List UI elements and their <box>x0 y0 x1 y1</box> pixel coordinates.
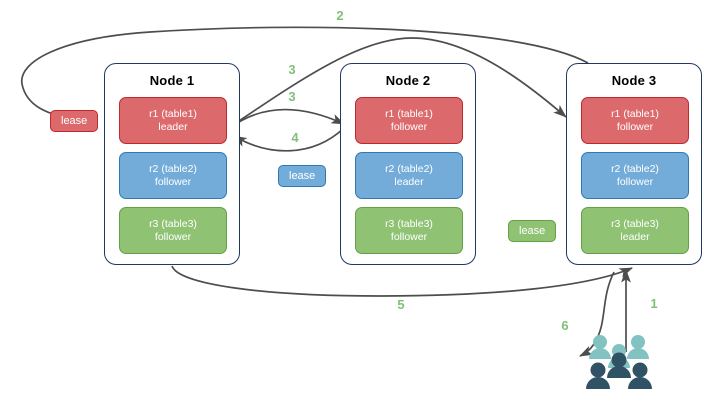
step-label-2: 2 <box>336 8 344 23</box>
replica-name: r3 (table3) <box>385 217 433 230</box>
node-container-3[interactable]: Node 3 r1 (table1) follower r2 (table2) … <box>566 63 702 265</box>
lease-badge-table3[interactable]: lease <box>508 220 557 242</box>
replica-name: r3 (table3) <box>149 217 197 230</box>
replica-r1-node3[interactable]: r1 (table1) follower <box>581 97 689 144</box>
replica-r3-node3[interactable]: r3 (table3) leader <box>581 207 689 254</box>
replica-name: r1 (table1) <box>611 107 659 120</box>
replica-r2-node2[interactable]: r2 (table2) leader <box>355 152 463 199</box>
step-label-6: 6 <box>561 318 569 333</box>
step-label-3a: 3 <box>288 62 296 77</box>
replica-r2-node1[interactable]: r2 (table2) follower <box>119 152 227 199</box>
replica-r2-node3[interactable]: r2 (table2) follower <box>581 152 689 199</box>
replica-role: follower <box>390 120 428 133</box>
replica-role: leader <box>620 230 650 243</box>
lease-badge-table1[interactable]: lease <box>50 110 99 132</box>
replica-name: r1 (table1) <box>385 107 433 120</box>
replica-role: follower <box>390 230 428 243</box>
arrow-step-5 <box>171 265 633 297</box>
step-label-5: 5 <box>397 297 405 312</box>
replica-r3-node2[interactable]: r3 (table3) follower <box>355 207 463 254</box>
replica-role: leader <box>158 120 188 133</box>
replica-name: r3 (table3) <box>611 217 659 230</box>
replica-role: follower <box>154 175 192 188</box>
replica-role: leader <box>394 175 424 188</box>
step-label-1: 1 <box>650 296 658 311</box>
replica-r1-node2[interactable]: r1 (table1) follower <box>355 97 463 144</box>
users-group-icon <box>586 335 652 389</box>
node-container-2[interactable]: Node 2 r1 (table1) follower r2 (table2) … <box>340 63 476 265</box>
node-container-1[interactable]: Node 1 r1 (table1) leader r2 (table2) fo… <box>104 63 240 265</box>
node-title: Node 2 <box>385 73 431 88</box>
arrow-step-3-short <box>229 108 345 129</box>
replica-name: r2 (table2) <box>611 162 659 175</box>
replica-name: r2 (table2) <box>149 162 197 175</box>
replica-role: follower <box>154 230 192 243</box>
node-title: Node 1 <box>149 73 195 88</box>
replica-name: r1 (table1) <box>149 107 197 120</box>
replica-r3-node1[interactable]: r3 (table3) follower <box>119 207 227 254</box>
replica-role: follower <box>616 175 654 188</box>
lease-badge-table2[interactable]: lease <box>278 165 327 187</box>
step-label-3b: 3 <box>288 89 296 104</box>
replica-r1-node1[interactable]: r1 (table1) leader <box>119 97 227 144</box>
step-label-4: 4 <box>291 130 299 145</box>
node-title: Node 3 <box>611 73 657 88</box>
replica-name: r2 (table2) <box>385 162 433 175</box>
replica-role: follower <box>616 120 654 133</box>
